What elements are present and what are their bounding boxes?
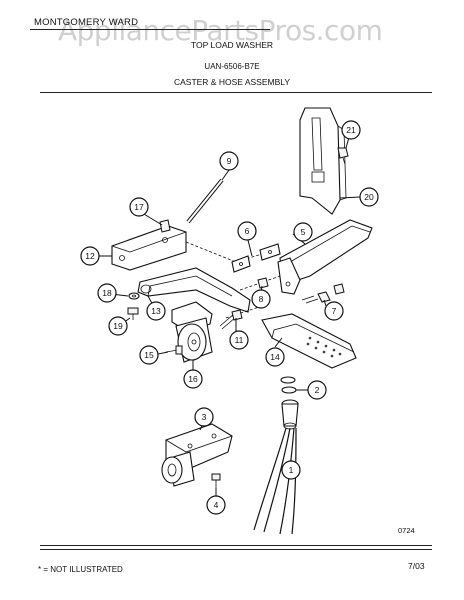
svg-text:17: 17 — [134, 202, 144, 212]
svg-text:21: 21 — [346, 125, 356, 135]
product-title: TOP LOAD WASHER — [190, 40, 274, 50]
callout-15: 15 — [139, 345, 159, 365]
footer-rule-thin — [40, 549, 432, 550]
callout-6: 6 — [237, 221, 257, 241]
svg-text:2: 2 — [315, 385, 320, 395]
part-left-bracket — [111, 219, 187, 271]
callout-14: 14 — [265, 347, 285, 367]
svg-text:16: 16 — [188, 374, 198, 384]
part-hose-fittings — [280, 376, 299, 430]
callout-3: 3 — [194, 407, 214, 427]
svg-text:5: 5 — [301, 227, 306, 237]
part-foot-pedal — [261, 313, 357, 369]
svg-text:9: 9 — [227, 156, 232, 166]
part-washer — [128, 292, 140, 300]
svg-text:20: 20 — [364, 192, 374, 202]
callout-16: 16 — [183, 369, 203, 389]
brand-name: MONTGOMERY WARD — [34, 17, 139, 28]
svg-text:19: 19 — [113, 321, 123, 331]
callout-12: 12 — [80, 246, 100, 266]
callout-8: 8 — [251, 289, 271, 309]
revision-date: 7/03 — [408, 561, 425, 571]
svg-text:8: 8 — [259, 294, 264, 304]
callout-7: 7 — [324, 301, 344, 321]
callout-2: 2 — [307, 380, 327, 400]
svg-text:14: 14 — [270, 352, 280, 362]
figure-code: 0724 — [398, 526, 415, 535]
svg-text:12: 12 — [85, 251, 95, 261]
svg-text:15: 15 — [144, 350, 154, 360]
callout-17: 17 — [129, 197, 149, 217]
callout-11: 11 — [229, 330, 249, 350]
svg-text:6: 6 — [245, 226, 250, 236]
part-left-screw — [127, 307, 139, 320]
part-screw-top — [337, 147, 349, 165]
callout-13: 13 — [146, 301, 166, 321]
part-caster-lower — [161, 423, 233, 487]
part-hoses — [253, 427, 297, 535]
callout-9: 9 — [219, 151, 239, 171]
part-bracket-plate — [299, 107, 347, 215]
callout-4: 4 — [206, 495, 226, 515]
part-caster-screw — [165, 345, 183, 355]
svg-text:11: 11 — [235, 335, 244, 345]
footnote: * = NOT ILLUSTRATED — [38, 565, 123, 574]
callout-5: 5 — [293, 222, 313, 242]
part-rod — [186, 178, 224, 224]
part-caster-wheel — [171, 301, 213, 363]
part-lever-arm — [277, 219, 373, 295]
header-rule — [40, 92, 432, 93]
part-small-screw — [257, 277, 269, 289]
svg-text:3: 3 — [202, 412, 207, 422]
part-leveling-arm — [137, 267, 251, 313]
callout-18: 18 — [97, 283, 117, 303]
assembly-title: CASTER & HOSE ASSEMBLY — [173, 77, 291, 87]
part-clips — [231, 243, 281, 273]
callout-21: 21 — [341, 120, 361, 140]
callout-20: 20 — [359, 187, 379, 207]
svg-text:13: 13 — [151, 306, 161, 316]
watermark: AppliancePartsPros.com — [58, 14, 383, 47]
model-number: UAN-6506-B7E — [204, 62, 260, 71]
svg-text:4: 4 — [214, 500, 219, 510]
part-spring-screw — [301, 283, 345, 304]
callout-1: 1 — [281, 460, 301, 480]
svg-text:7: 7 — [332, 306, 337, 316]
callout-19: 19 — [108, 316, 128, 336]
svg-text:1: 1 — [289, 465, 294, 475]
header-rule-top — [30, 29, 270, 30]
part-bolt — [219, 309, 243, 330]
footer-rule — [40, 545, 432, 546]
part-lower-screw — [211, 473, 221, 488]
svg-text:18: 18 — [102, 288, 112, 298]
